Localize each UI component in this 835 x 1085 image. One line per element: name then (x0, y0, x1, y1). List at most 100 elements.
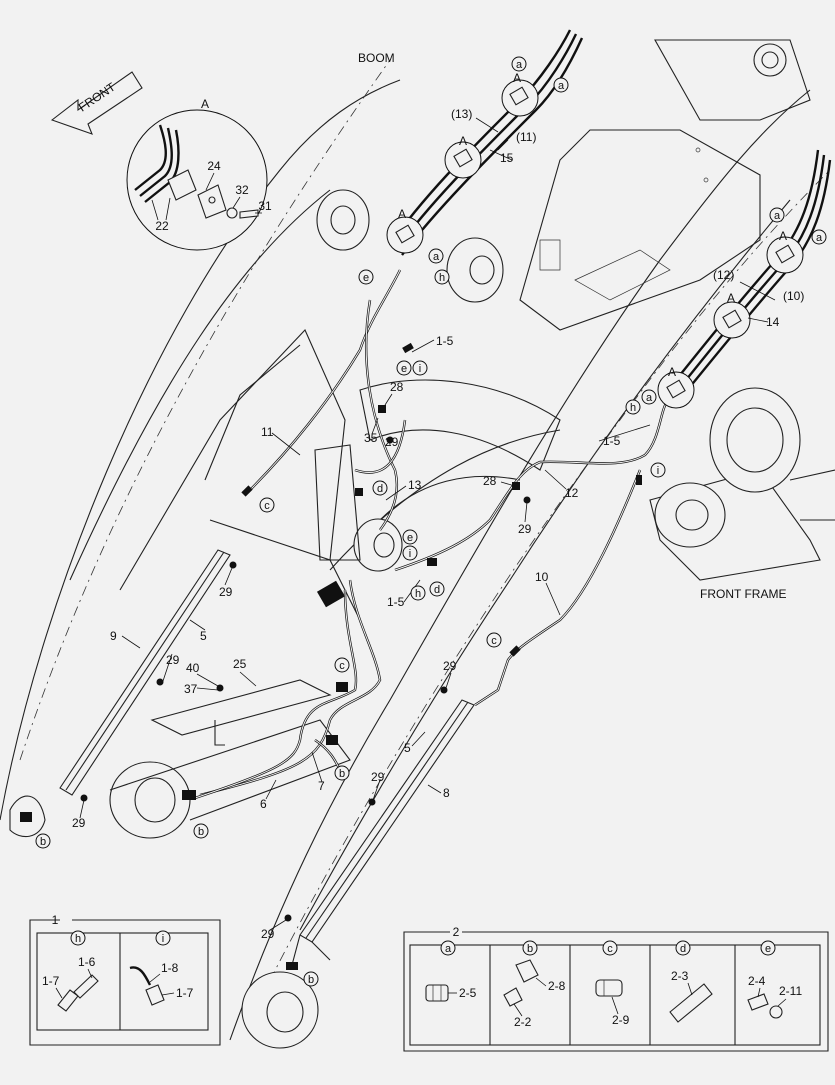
letter-i: i (409, 548, 411, 560)
letter-h: h (439, 272, 445, 284)
callout-35: 35 (364, 431, 378, 445)
legend-1-key-h: h (75, 933, 81, 945)
letter-a: a (646, 392, 653, 404)
callout-ref11: (11) (516, 130, 536, 144)
letter-c: c (339, 660, 345, 672)
detail-a-label: A (201, 97, 209, 111)
legend-2-key-e: e (765, 943, 771, 955)
letter-i: i (657, 465, 659, 477)
callout-29c: 29 (219, 585, 233, 599)
view-marker: A (398, 207, 406, 221)
legend-2-part: 2-9 (612, 1013, 630, 1027)
tube-lines (194, 269, 670, 800)
hose-bundles (389, 29, 832, 405)
boom-structure (0, 39, 835, 1049)
legend-2-part: 2-3 (671, 969, 689, 983)
view-marker: A (513, 71, 521, 85)
callout-40: 40 (186, 661, 200, 675)
legend-2-key-a: a (445, 943, 452, 955)
legend-1-part: 1-8 (161, 961, 179, 975)
legend-2-part: 2-8 (548, 979, 566, 993)
letter-e: e (407, 532, 413, 544)
callout-28a: 28 (390, 380, 404, 394)
callout-29b: 29 (518, 522, 532, 536)
callout-28b: 28 (483, 474, 497, 488)
fittings (20, 342, 642, 970)
callout-1-5a: 1-5 (436, 334, 454, 348)
letter-e: e (401, 363, 407, 375)
callout-29e: 29 (443, 659, 457, 673)
front-arrow: FRONT (50, 71, 143, 135)
legend-1-part: 1-6 (78, 955, 96, 969)
callout-29f: 29 (72, 816, 86, 830)
letter-d: d (377, 483, 383, 495)
callout-29d: 29 (166, 653, 180, 667)
legend-2-title: 2 (453, 925, 460, 939)
legend-2: 2 a b c d e 2-5 2-8 2-2 2-9 2-3 2-4 2 (403, 925, 829, 1052)
letter-b: b (40, 836, 46, 848)
letter-a: a (433, 251, 440, 263)
clamp-details (386, 79, 804, 409)
callout-25: 25 (233, 657, 247, 671)
detail-a-part-31: 31 (258, 199, 272, 213)
callout-10: 10 (535, 570, 549, 584)
letter-d: d (434, 584, 440, 596)
view-marker: A (459, 134, 467, 148)
callout-29g: 29 (371, 770, 385, 784)
letter-c: c (264, 500, 270, 512)
callout-11: 11 (261, 425, 274, 439)
letter-i: i (419, 363, 421, 375)
letter-e: e (363, 272, 369, 284)
legend-1: 1 h i 1-6 1-7 1-8 1-7 (29, 913, 221, 1046)
legend-1-key-i: i (162, 933, 164, 945)
letter-h: h (630, 402, 636, 414)
callout-1-5c: 1-5 (387, 595, 405, 609)
letter-b: b (308, 974, 314, 986)
legend-1-title: 1 (52, 913, 59, 927)
letter-h: h (415, 588, 421, 600)
callout-12: 12 (565, 486, 579, 500)
letter-c: c (491, 635, 497, 647)
legend-2-key-b: b (527, 943, 533, 955)
callout-ref12: (12) (713, 268, 734, 282)
legend-2-part: 2-2 (514, 1015, 532, 1029)
letter-b: b (339, 768, 345, 780)
callout-1-5b: 1-5 (603, 434, 621, 448)
callout-29h: 29 (261, 927, 275, 941)
detail-a-view: A 24 32 31 22 (126, 97, 272, 251)
front-frame-title: FRONT FRAME (700, 587, 786, 601)
callout-37: 37 (184, 682, 198, 696)
view-marker: A (779, 229, 787, 243)
boom-title: BOOM (358, 51, 395, 65)
callout-6: 6 (260, 797, 267, 811)
callout-8: 8 (443, 786, 450, 800)
callout-labels: (13) (11) 15 (12) (10) 14 1-5 1-5 1-5 28… (72, 107, 804, 941)
callout-ref13: (13) (451, 107, 472, 121)
detail-a-part-32: 32 (235, 183, 249, 197)
legend-2-part: 2-11 (779, 984, 802, 998)
detail-a-part-24: 24 (207, 159, 221, 173)
detail-a-part-22: 22 (155, 219, 169, 233)
letter-a: a (558, 80, 565, 92)
legend-2-part: 2-5 (459, 986, 477, 1000)
callout-9: 9 (110, 629, 117, 643)
view-markers: A A A A A A (398, 71, 787, 379)
letter-a: a (816, 232, 823, 244)
view-marker: A (727, 291, 735, 305)
callout-ref10: (10) (783, 289, 804, 303)
callout-5a: 5 (200, 629, 207, 643)
letter-a: a (774, 210, 781, 222)
letter-a: a (516, 59, 523, 71)
callout-7: 7 (318, 779, 325, 793)
legend-2-key-d: d (680, 943, 686, 955)
callout-29a: 29 (385, 435, 399, 449)
legend-1-part: 1-7 (176, 986, 194, 1000)
legend-2-key-c: c (607, 943, 613, 955)
callout-14: 14 (766, 315, 780, 329)
letter-b: b (198, 826, 204, 838)
callout-5b: 5 (404, 741, 411, 755)
legend-2-part: 2-4 (748, 974, 766, 988)
callout-13: 13 (408, 478, 422, 492)
